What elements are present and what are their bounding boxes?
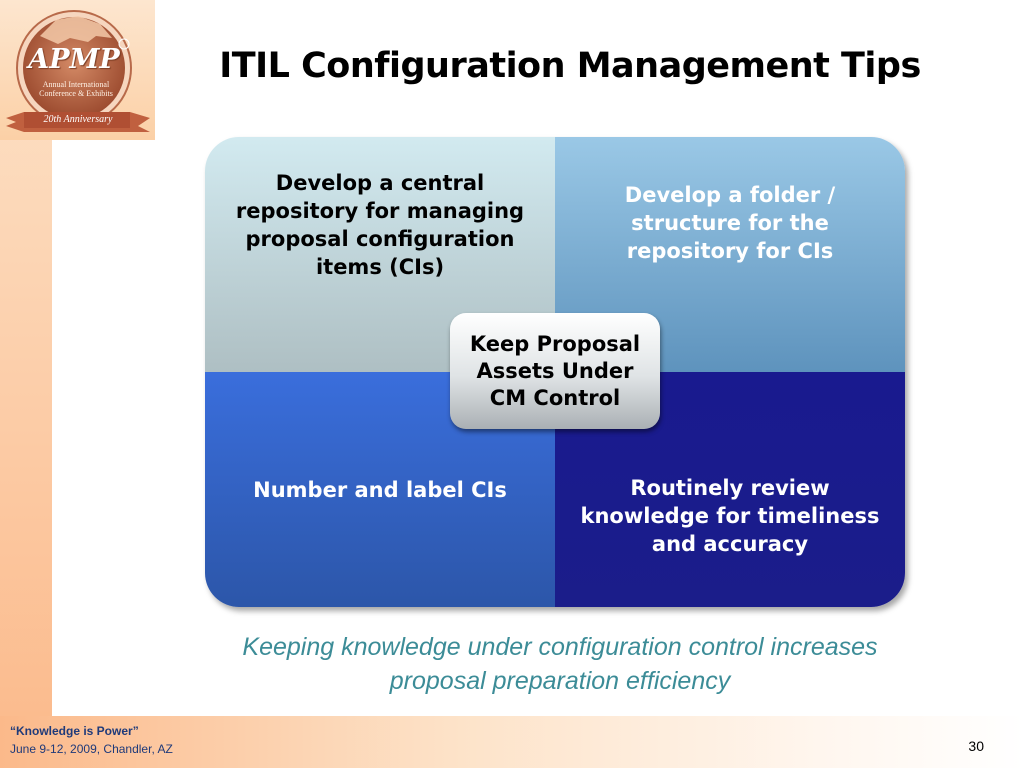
quadrant-top-left-text: Develop a central repository for managin… <box>235 171 525 279</box>
center-callout: Keep Proposal Assets Under CM Control <box>450 313 660 429</box>
center-callout-text: Keep Proposal Assets Under CM Control <box>469 331 641 410</box>
quadrant-bottom-right-text: Routinely review knowledge for timelines… <box>580 476 880 556</box>
footer-event-info: June 9-12, 2009, Chandler, AZ <box>10 742 173 756</box>
apmp-logo: APMP Annual International Conference & E… <box>0 2 155 137</box>
logo-seal-icon <box>6 10 150 132</box>
logo-ribbon-text: 20th Anniversary <box>43 114 113 125</box>
quadrant-bottom-left-text: Number and label CIs <box>253 477 507 502</box>
page-number: 30 <box>968 738 984 754</box>
logo-subtitle: Annual International Conference & Exhibi… <box>39 80 113 98</box>
bottom-decor-band <box>0 716 1024 768</box>
logo-wordmark: APMP <box>28 44 120 75</box>
slide-title: ITIL Configuration Management Tips <box>219 46 921 86</box>
quadrant-top-right: Develop a folder / structure for the rep… <box>555 137 905 372</box>
slide-caption: Keeping knowledge under configuration co… <box>242 633 878 695</box>
footer-quote: “Knowledge is Power” <box>10 724 139 738</box>
quadrant-top-right-text: Develop a folder / structure for the rep… <box>624 183 836 263</box>
